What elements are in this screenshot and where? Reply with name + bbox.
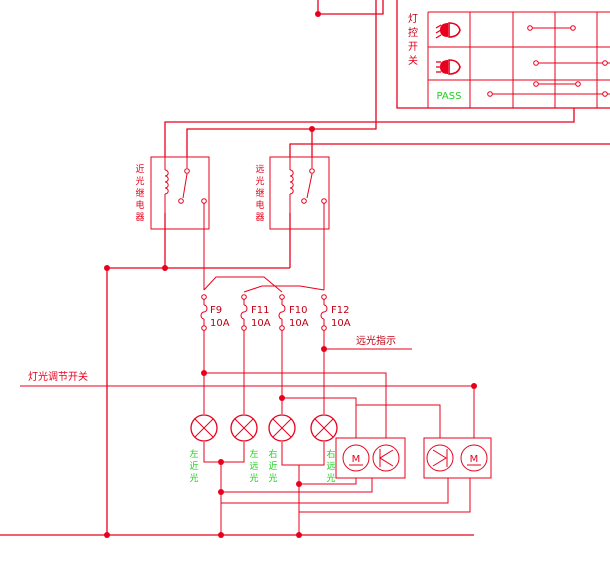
fuse-rating: 10A <box>210 318 230 329</box>
fuse-f10: F10 10A <box>278 294 309 331</box>
relay-label-char: 电 <box>135 199 144 211</box>
lamp-label-char: 右 <box>326 448 335 460</box>
motor-symbol: M <box>352 454 361 465</box>
fuse-f11: F11 10A <box>240 294 271 331</box>
lamp-label-char: 光 <box>249 472 258 484</box>
left-low-beam-lamp: 左 近 光 <box>189 414 218 484</box>
left-leveling-unit: M <box>335 437 406 479</box>
relay-label-char: 近 <box>135 163 144 175</box>
left-high-beam-lamp: 左 远 光 <box>230 414 259 484</box>
switch-panel-title: 灯 控 开 关 <box>408 13 418 67</box>
switch-title-char: 灯 <box>408 13 418 25</box>
fuse-rating: 10A <box>251 318 271 329</box>
relay-label-char: 电 <box>255 199 264 211</box>
lamp-label-char: 远 <box>249 461 258 472</box>
lamp-label-char: 光 <box>268 472 277 484</box>
power-and-ground-wires <box>0 213 474 538</box>
high-beam-indicator-label: 远光指示 <box>356 334 396 347</box>
right-high-beam-lamp: 右 远 光 <box>310 414 338 484</box>
relay-label-char: 光 <box>255 175 264 187</box>
lamp-feed-wires: 远光指示 灯光调节开关 <box>20 330 477 535</box>
fuse-rating: 10A <box>331 318 351 329</box>
switch-title-char: 控 <box>408 26 418 39</box>
relay-label-char: 光 <box>135 175 144 187</box>
fuse-f12: F12 10A <box>320 294 351 331</box>
lamp-label-char: 光 <box>326 472 335 484</box>
lamp-label-char: 光 <box>189 472 198 484</box>
relay-label-char: 远 <box>255 164 264 175</box>
relay-label-char: 器 <box>135 212 144 223</box>
lamp-label-char: 近 <box>189 460 198 472</box>
switch-title-char: 开 <box>408 42 418 53</box>
relay-label-char: 继 <box>255 187 264 199</box>
lamp-label-char: 右 <box>268 448 277 460</box>
high-beam-headlight-icon <box>436 59 461 75</box>
low-beam-headlight-icon <box>435 22 461 39</box>
fuse-name: F11 <box>251 305 269 316</box>
relay-label-char: 器 <box>255 212 264 223</box>
right-leveling-unit: M <box>423 437 492 479</box>
dimmer-switch-label: 灯光调节开关 <box>28 370 88 383</box>
lamp-label-char: 左 <box>249 448 258 460</box>
lamp-label-char: 左 <box>189 448 198 460</box>
high-beam-relay: 远 光 继 电 器 <box>255 156 330 230</box>
light-control-switch-panel: 灯 控 开 关 PASS <box>315 0 610 109</box>
switch-title-char: 关 <box>408 54 418 67</box>
fuse-rating: 10A <box>289 318 309 329</box>
fuse-name: F9 <box>210 305 222 316</box>
motor-symbol: M <box>470 454 479 465</box>
lamp-label-char: 近 <box>268 460 277 472</box>
fuse-f9: F9 10A <box>200 294 230 331</box>
fuse-feed-wires <box>203 203 325 293</box>
low-beam-relay: 近 光 继 电 器 <box>135 156 210 230</box>
relay-label-char: 继 <box>135 187 144 199</box>
pass-label: PASS <box>437 91 462 102</box>
relay-control-wires <box>164 0 610 157</box>
right-low-beam-lamp: 右 近 光 <box>268 414 296 484</box>
lamp-label-char: 远 <box>326 461 335 472</box>
fuse-name: F10 <box>289 305 307 316</box>
fuse-name: F12 <box>331 305 349 316</box>
